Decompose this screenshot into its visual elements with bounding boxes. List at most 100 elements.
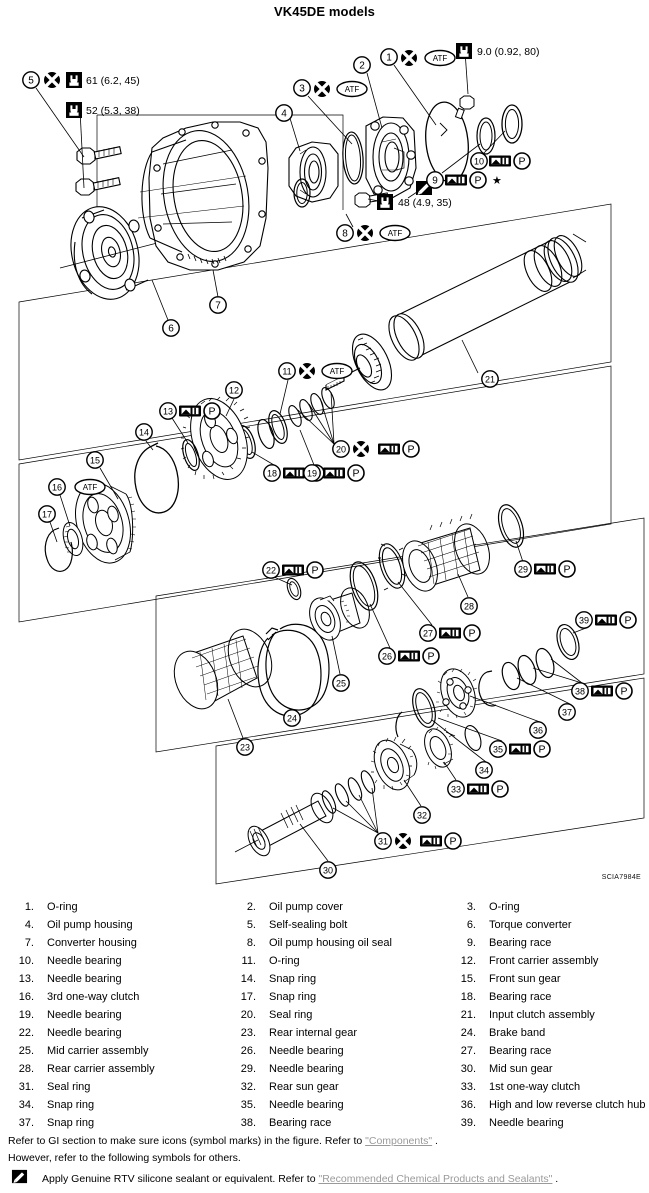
- callout-28[interactable]: 28: [460, 597, 478, 615]
- legend-item-number: 34.: [18, 1099, 34, 1111]
- callout-2[interactable]: 2: [353, 56, 371, 74]
- callout-circle: [558, 703, 576, 721]
- callout-number: 10: [474, 157, 484, 167]
- legend-item-label: 1st one-way clutch: [489, 1081, 581, 1093]
- sealants-link[interactable]: "Recommended Chemical Products and Seala…: [318, 1173, 553, 1185]
- legend-item-number: 19.: [18, 1009, 34, 1021]
- page-title: VK45DE models: [273, 4, 375, 19]
- callout-36[interactable]: 36: [529, 721, 547, 739]
- legend-item-11: 11.O-ring: [230, 952, 450, 970]
- callout-number: 13: [163, 407, 173, 417]
- callout-number: 6: [168, 324, 174, 335]
- components-link[interactable]: "Components": [365, 1135, 433, 1147]
- callout-circle: [374, 832, 392, 850]
- callout-26[interactable]: 26: [378, 647, 396, 665]
- callout-32[interactable]: 32: [413, 806, 431, 824]
- callout-29[interactable]: 29: [514, 560, 532, 578]
- callout-11[interactable]: 11: [278, 362, 296, 380]
- legend-item-label: Mid sun gear: [489, 1063, 553, 1075]
- callout-21[interactable]: 21: [481, 370, 499, 388]
- callout-circle: [332, 440, 350, 458]
- callout-circle: [336, 224, 354, 242]
- callout-27[interactable]: 27: [419, 624, 437, 642]
- callout-circle: [460, 597, 478, 615]
- callout-circle: [481, 370, 499, 388]
- callout-14[interactable]: 14: [135, 423, 153, 441]
- callout-circle: [38, 505, 56, 523]
- callout-37[interactable]: 37: [558, 703, 576, 721]
- legend-item-label: Bearing race: [489, 937, 552, 949]
- legend-item-number: 5.: [246, 919, 256, 931]
- callout-16[interactable]: 16: [48, 478, 66, 496]
- callout-6[interactable]: 6: [162, 319, 180, 337]
- legend-item-18: 18.Bearing race: [450, 988, 649, 1006]
- callout-15[interactable]: 15: [86, 451, 104, 469]
- legend-item-8: 8.Oil pump housing oil seal: [230, 934, 450, 952]
- legend-item-19: 19.Needle bearing: [0, 1006, 230, 1024]
- callout-20[interactable]: 20: [332, 440, 350, 458]
- callout-33[interactable]: 33: [447, 780, 465, 798]
- callout-circle: [283, 709, 301, 727]
- callout-39[interactable]: 39: [575, 611, 593, 629]
- legend-item-24: 24.Brake band: [450, 1024, 649, 1042]
- callout-number: 18: [267, 469, 277, 479]
- footnote-sealant: Apply Genuine RTV silicone sealant or eq…: [8, 1169, 649, 1189]
- callout-5[interactable]: 5: [22, 71, 40, 89]
- callout-35[interactable]: 35: [489, 740, 507, 758]
- legend-item-2: 2.Oil pump cover: [230, 898, 450, 916]
- callout-22[interactable]: 22: [262, 561, 280, 579]
- callout-8[interactable]: 8: [336, 224, 354, 242]
- callout-10[interactable]: 10: [470, 152, 488, 170]
- callout-31[interactable]: 31: [374, 832, 392, 850]
- legend-item-label: Needle bearing: [47, 973, 122, 985]
- callout-number: 30: [323, 866, 333, 876]
- callout-23[interactable]: 23: [236, 738, 254, 756]
- legend-item-label: Snap ring: [269, 991, 317, 1003]
- callout-9[interactable]: 9: [426, 171, 444, 189]
- callout-19[interactable]: 19: [303, 464, 321, 482]
- callout-7[interactable]: 7: [209, 296, 227, 314]
- callout-number: 28: [464, 602, 474, 612]
- legend-item-label: Seal ring: [47, 1081, 91, 1093]
- legend-item-10: 10.Needle bearing: [0, 952, 230, 970]
- callout-18[interactable]: 18: [263, 464, 281, 482]
- callout-30[interactable]: 30: [319, 861, 337, 879]
- legend-item-number: 24.: [460, 1027, 476, 1039]
- callout-34[interactable]: 34: [475, 761, 493, 779]
- legend-item-number: 1.: [24, 901, 34, 913]
- legend-item-number: 11.: [241, 955, 256, 967]
- callout-13[interactable]: 13: [159, 402, 177, 420]
- callout-12[interactable]: 12: [225, 381, 243, 399]
- callout-circle: [413, 806, 431, 824]
- svg-text:★: ★: [492, 175, 502, 187]
- legend-item-number: 2.: [246, 901, 256, 913]
- callout-circle: [475, 761, 493, 779]
- legend-item-label: Bearing race: [489, 991, 552, 1003]
- callout-number: 5: [28, 76, 34, 87]
- callout-number: 36: [533, 726, 543, 736]
- legend-item-label: Front sun gear: [489, 973, 561, 985]
- callout-1[interactable]: 1: [380, 48, 398, 66]
- symbol-row-5: 61 (6.2, 45): [42, 70, 140, 90]
- callout-3[interactable]: 3: [293, 79, 311, 97]
- callout-38[interactable]: 38: [571, 682, 589, 700]
- legend-item-number: 10.: [18, 955, 34, 967]
- symbol-33: [467, 780, 509, 798]
- legend-item-number: 26.: [240, 1045, 256, 1057]
- callout-4[interactable]: 4: [275, 104, 293, 122]
- legend-item-13: 13.Needle bearing: [0, 970, 230, 988]
- legend-item-28: 28.Rear carrier assembly: [0, 1060, 230, 1078]
- legend-item-25: 25.Mid carrier assembly: [0, 1042, 230, 1060]
- callout-number: 7: [215, 301, 221, 312]
- callout-17[interactable]: 17: [38, 505, 56, 523]
- callout-number: 16: [52, 483, 62, 493]
- callout-25[interactable]: 25: [332, 674, 350, 692]
- legend-item-number: 21.: [460, 1009, 476, 1021]
- callout-24[interactable]: 24: [283, 709, 301, 727]
- legend-item-31: 31.Seal ring: [0, 1078, 230, 1096]
